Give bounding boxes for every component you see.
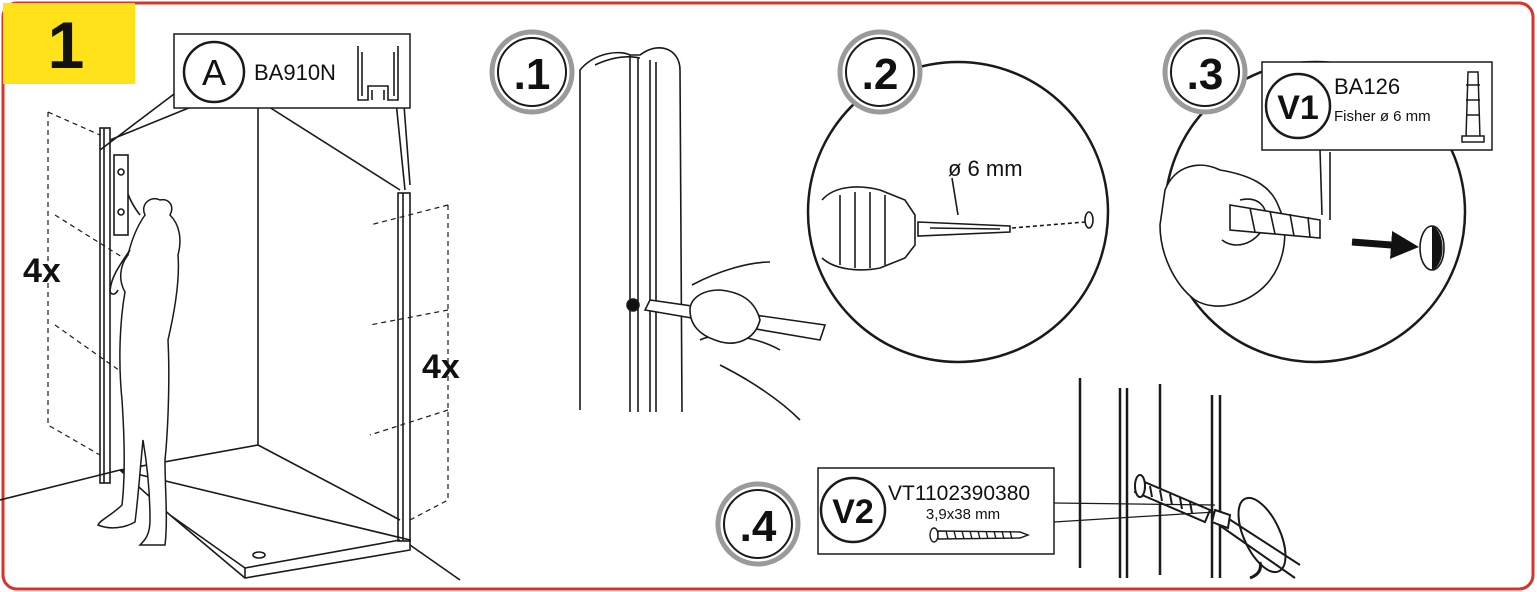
wall-plug-icon (1159, 149, 1445, 307)
part-a-code: BA910N (254, 60, 336, 85)
part-v1-letter: V1 (1277, 89, 1319, 127)
substep-4-label: .4 (740, 502, 777, 551)
part-a-callout: A BA910N (173, 33, 411, 109)
drill-icon (821, 177, 1094, 271)
part-v2-description: 3,9x38 mm (926, 506, 1000, 523)
substep-2: ø 6 mm .2 (806, 29, 1110, 364)
part-v1-description: Fisher ø 6 mm (1334, 108, 1431, 125)
step-badge: 1 (3, 3, 135, 84)
screwdriver-icon (1078, 378, 1301, 580)
wall-plug-part-icon (1461, 71, 1485, 143)
part-v2-code: VT1102390380 (888, 482, 1030, 505)
screw-part-icon (929, 527, 1030, 543)
part-v2-callout: V2 VT1102390380 3,9x38 mm (817, 467, 1216, 555)
drill-size-label: ø 6 mm (948, 156, 1023, 181)
substep-1: .1 (489, 29, 827, 421)
shower-enclosure-illustration (0, 87, 461, 581)
substep-3-label: .3 (1187, 50, 1224, 99)
insert-arrow (1351, 230, 1419, 259)
pencil-marking-icon (579, 46, 827, 421)
substep-3: .3 V1 BA126 Fisher ø 6 mm (1159, 29, 1493, 364)
quantity-right-label: 4x (422, 348, 460, 386)
step-number: 1 (48, 8, 85, 82)
substep-4: .4 V2 VT1102390380 3,9x38 mm (715, 378, 1301, 580)
wall-profile-icon (357, 46, 399, 101)
part-v2-letter: V2 (832, 493, 874, 531)
quantity-left-label: 4x (23, 252, 61, 290)
part-v1-code: BA126 (1334, 74, 1400, 99)
substep-1-label: .1 (514, 50, 551, 99)
substep-2-label: .2 (862, 50, 899, 99)
part-v1-callout: V1 BA126 Fisher ø 6 mm (1261, 61, 1493, 151)
part-a-letter: A (202, 52, 226, 93)
